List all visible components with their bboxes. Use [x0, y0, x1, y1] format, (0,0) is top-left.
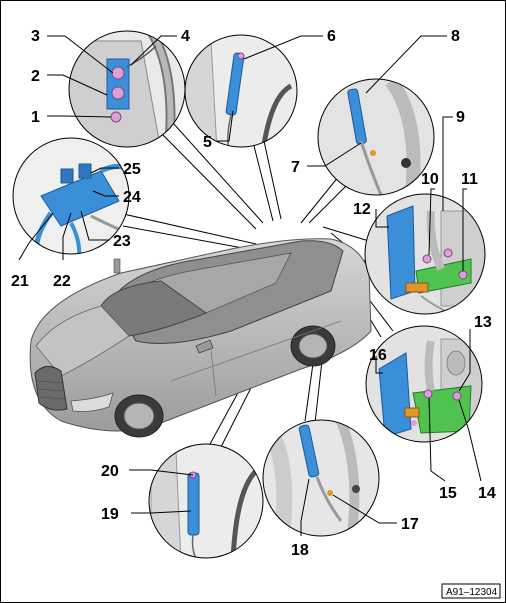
detail-circle-c [317, 78, 435, 196]
detail-circle-b [184, 34, 298, 148]
callout-2: 2 [31, 68, 40, 85]
detail-circle-f [365, 325, 483, 443]
detail-circle-a [68, 30, 186, 148]
detail-circle-d [12, 137, 130, 255]
callout-14: 14 [478, 485, 496, 502]
detail-circle-h [148, 443, 264, 559]
callout-19: 19 [101, 506, 119, 523]
callout-1: 1 [31, 109, 40, 126]
leader-lines [18, 35, 482, 536]
callout-8: 8 [451, 28, 460, 45]
callout-12: 12 [353, 201, 371, 218]
callout-18: 18 [291, 542, 309, 559]
figure-reference: A91–12304 [441, 583, 501, 599]
callout-25: 25 [123, 161, 141, 178]
callout-15: 15 [439, 485, 457, 502]
callout-5: 5 [203, 134, 212, 151]
callout-9: 9 [456, 109, 465, 126]
callout-22: 22 [53, 273, 71, 290]
callout-10: 10 [421, 171, 439, 188]
callout-23: 23 [113, 233, 131, 250]
callout-6: 6 [327, 28, 336, 45]
figure-reference-label: A91–12304 [446, 587, 498, 598]
callout-17: 17 [401, 516, 419, 533]
callout-13: 13 [474, 314, 492, 331]
car-illustration [29, 238, 372, 438]
callout-4: 4 [181, 28, 190, 45]
callout-20: 20 [101, 463, 119, 480]
detail-circle-g [262, 419, 380, 537]
callout-numbers: 1 2 3 4 5 6 7 8 9 10 11 12 13 14 15 16 1… [11, 28, 496, 559]
callout-24: 24 [123, 189, 141, 206]
callout-3: 3 [31, 28, 40, 45]
detail-circle-e [364, 193, 486, 315]
callout-7: 7 [291, 159, 300, 176]
callout-21: 21 [11, 273, 29, 290]
callout-11: 11 [461, 171, 478, 188]
callout-16: 16 [369, 347, 387, 364]
